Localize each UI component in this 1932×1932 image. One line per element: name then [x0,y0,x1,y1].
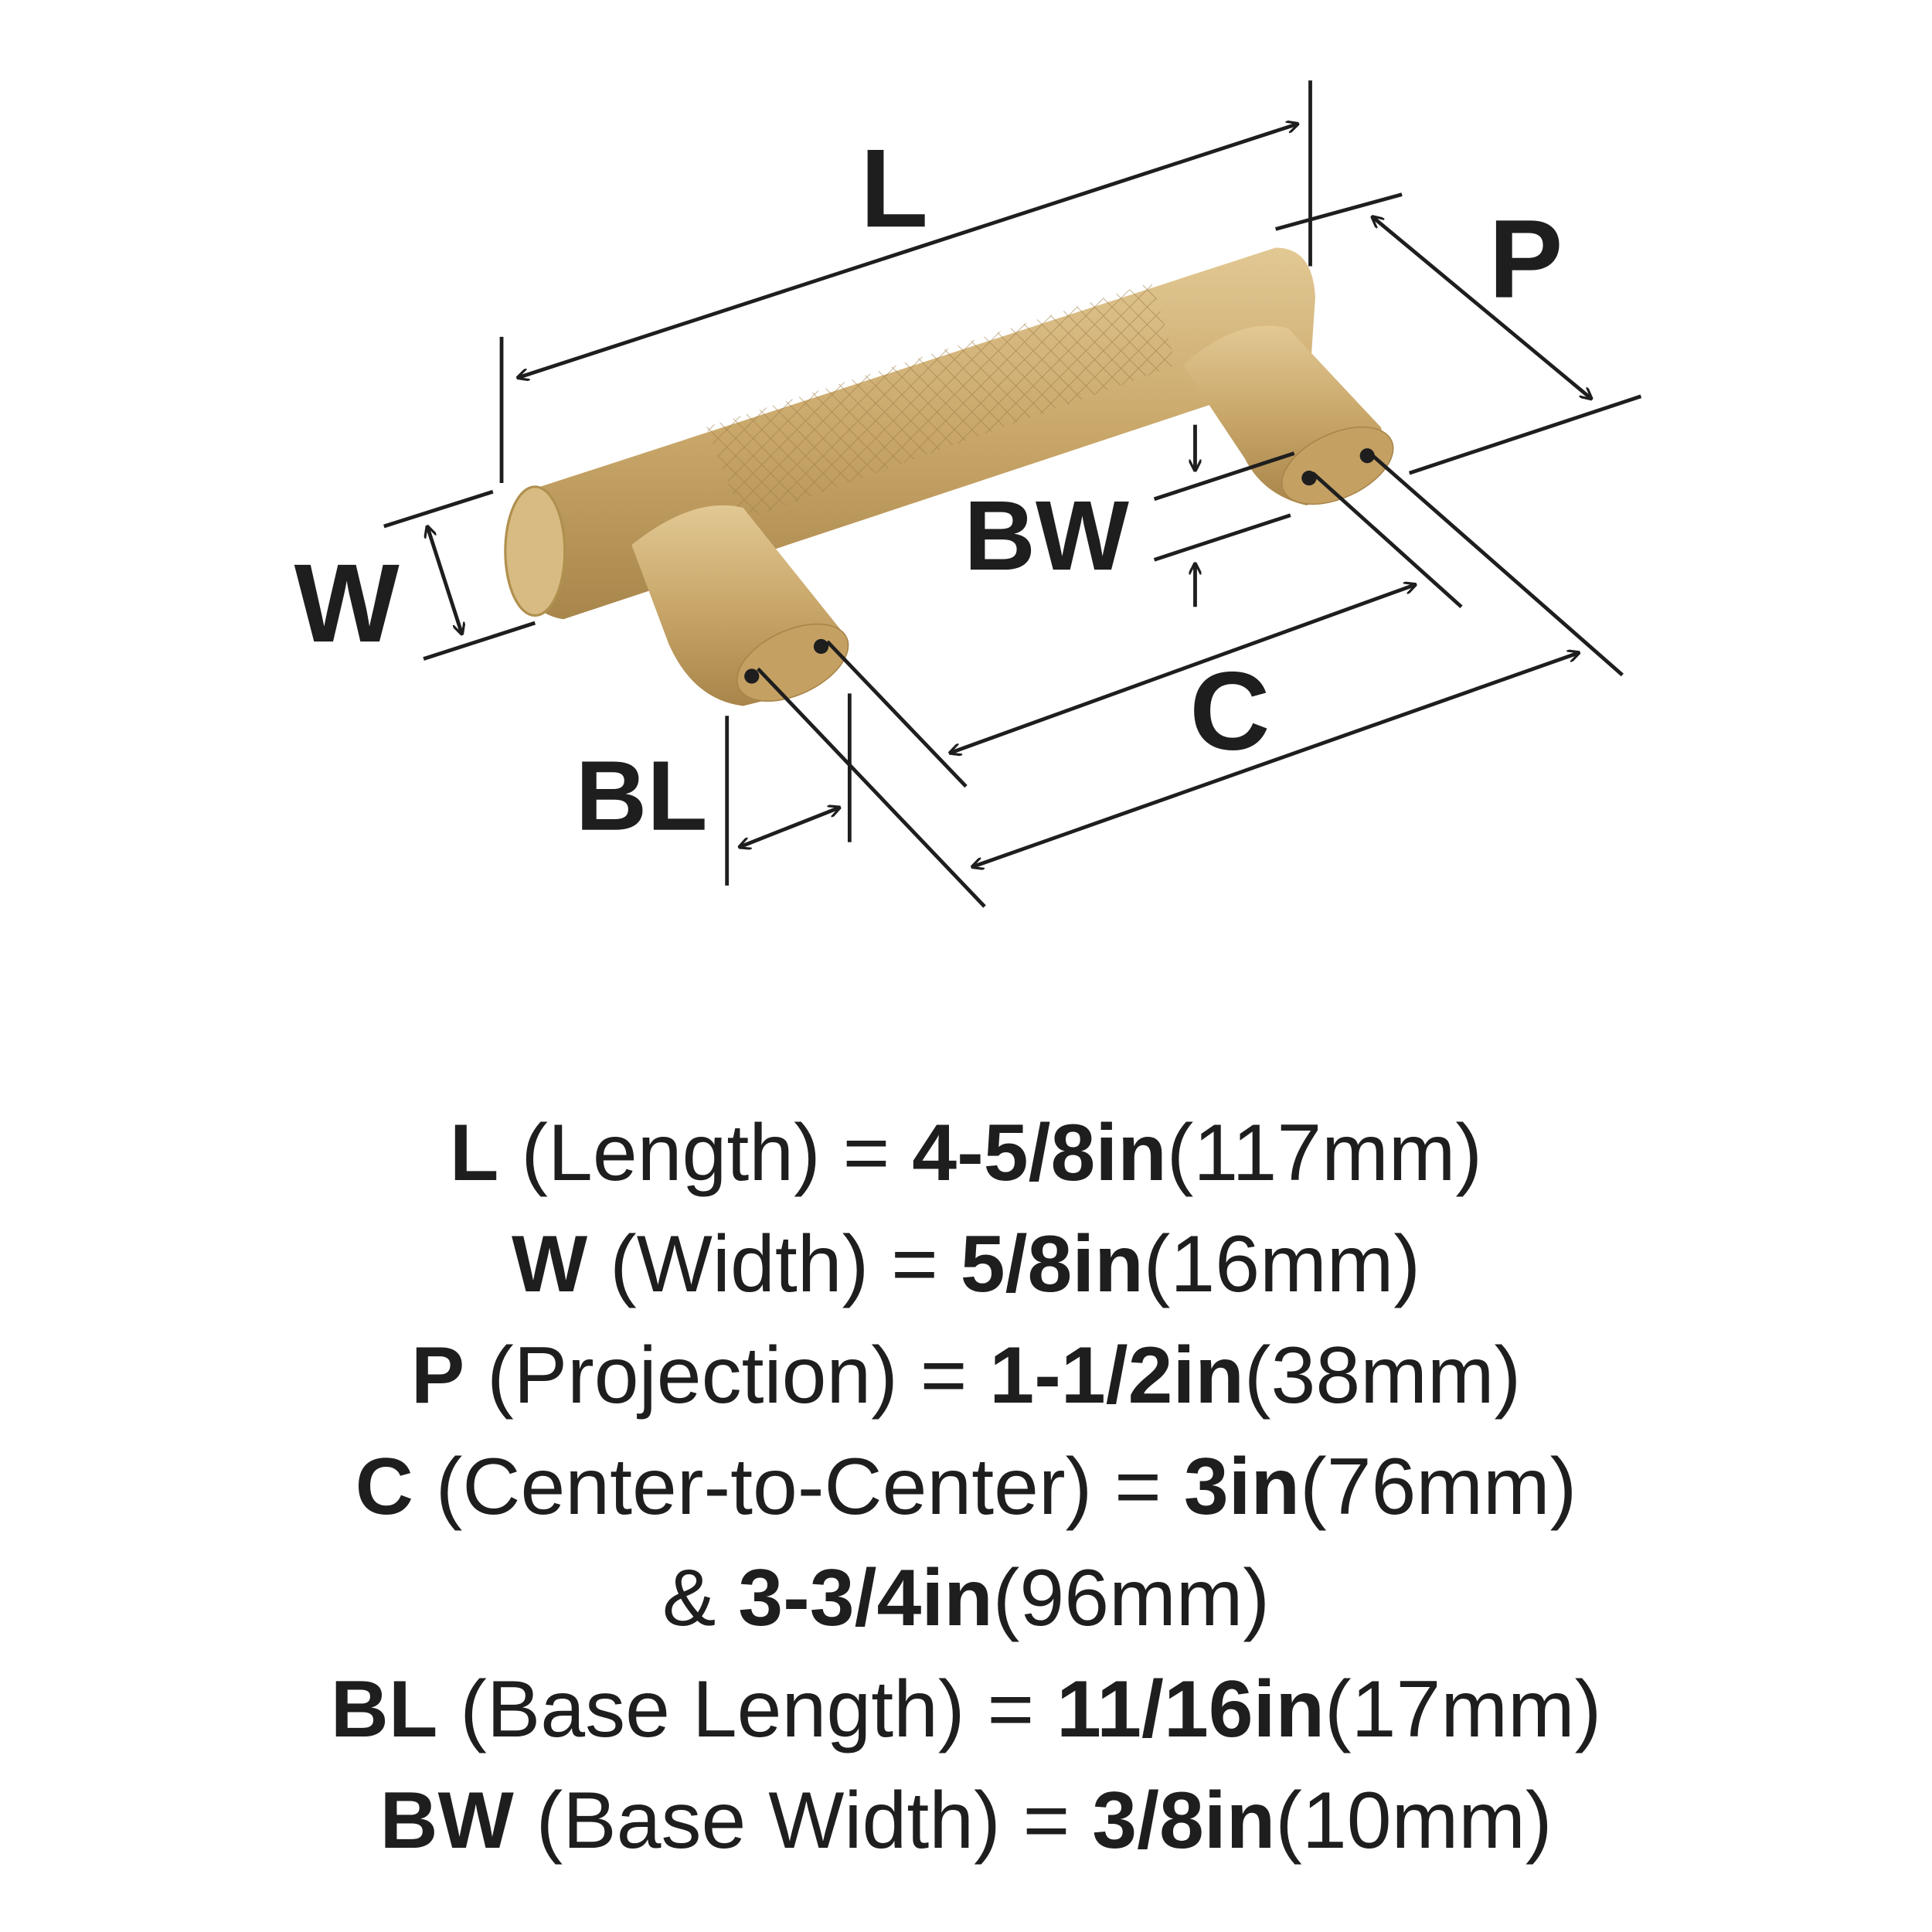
spec-metric: (117mm) [1166,1108,1483,1198]
spec-width: W (Width) = 5/8in(16mm) [0,1209,1932,1320]
label-BW: BW [964,481,1129,591]
left-post [631,505,849,706]
spec-desc: (Base Length) = [460,1665,1035,1754]
spec-imperial: 1-1/2in [989,1331,1244,1420]
spec-desc: (Base Width) = [536,1776,1070,1866]
spec-desc: (Width) = [610,1219,938,1309]
spec-imperial: 3-3/4in [738,1553,993,1643]
spec-center-to-center-alt: & 3-3/4in(96mm) [0,1543,1932,1654]
dimension-lines [383,80,1642,908]
label-W: W [294,540,400,665]
spec-metric: (38mm) [1243,1331,1522,1420]
spec-key: W [512,1219,588,1309]
spec-key: & [662,1553,716,1643]
spec-key: L [449,1108,499,1198]
spec-key: P [410,1331,465,1420]
spec-imperial: 4-5/8in [912,1108,1167,1198]
spec-desc: (Length) = [521,1108,890,1198]
spec-metric: (96mm) [992,1553,1270,1643]
spec-base-length: BL (Base Length) = 11/16in(17mm) [0,1654,1932,1765]
spec-length: L (Length) = 4-5/8in(117mm) [0,1097,1932,1209]
right-post [1182,325,1394,505]
spec-base-width: BW (Base Width) = 3/8in(10mm) [0,1765,1932,1876]
spec-desc: (Projection) = [487,1331,968,1420]
spec-metric: (16mm) [1143,1219,1420,1309]
spec-key: C [355,1442,413,1532]
spec-imperial: 3in [1183,1442,1301,1532]
spec-imperial: 5/8in [960,1219,1144,1309]
spec-center-to-center: C (Center-to-Center) = 3in(76mm) [0,1431,1932,1543]
spec-metric: (10mm) [1275,1776,1553,1866]
spec-metric: (17mm) [1325,1665,1602,1754]
spec-key: BW [379,1776,514,1866]
dimension-specs: L (Length) = 4-5/8in(117mm) W (Width) = … [0,1097,1932,1876]
label-C: C [1189,648,1270,774]
spec-projection: P (Projection) = 1-1/2in(38mm) [0,1320,1932,1431]
spec-imperial: 11/16in [1056,1665,1325,1754]
label-P: P [1488,196,1563,321]
label-L: L [860,125,928,250]
spec-desc: (Center-to-Center) = [435,1442,1162,1532]
label-BL: BL [576,741,708,852]
spec-imperial: 3/8in [1092,1776,1276,1866]
spec-metric: (76mm) [1300,1442,1577,1532]
spec-key: BL [330,1665,438,1754]
